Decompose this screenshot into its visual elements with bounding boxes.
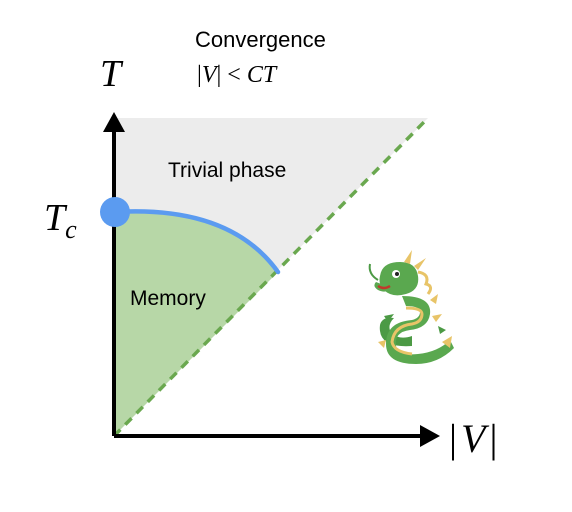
condition-v: V [202, 62, 219, 88]
x-label-bar-left: | [449, 416, 457, 461]
convergence-boundary-line [112, 116, 430, 438]
title: Convergence [195, 27, 326, 52]
trivial-phase-label: Trivial phase [168, 159, 286, 182]
condition-bar-left: | [197, 62, 202, 88]
tc-label-subscript: c [65, 215, 77, 244]
phase-boundary-curve [111, 209, 281, 275]
dragon-icon [368, 250, 454, 364]
x-axis-arrowhead [420, 425, 440, 447]
x-label-v: V [461, 416, 490, 461]
condition-mid: | < [216, 62, 246, 88]
memory-region [114, 211, 278, 436]
convergence-condition: |V| < CT [197, 62, 278, 88]
y-axis-arrowhead [103, 112, 125, 132]
condition-ct: CT [247, 62, 278, 88]
critical-point [100, 197, 130, 227]
x-axis-label: |V| [449, 416, 497, 461]
critical-temperature-label: Tc [44, 197, 77, 244]
x-label-bar-right: | [489, 416, 497, 461]
memory-label: Memory [130, 287, 206, 310]
y-axis-label: T [100, 53, 124, 95]
tc-label-t: T [44, 197, 68, 239]
